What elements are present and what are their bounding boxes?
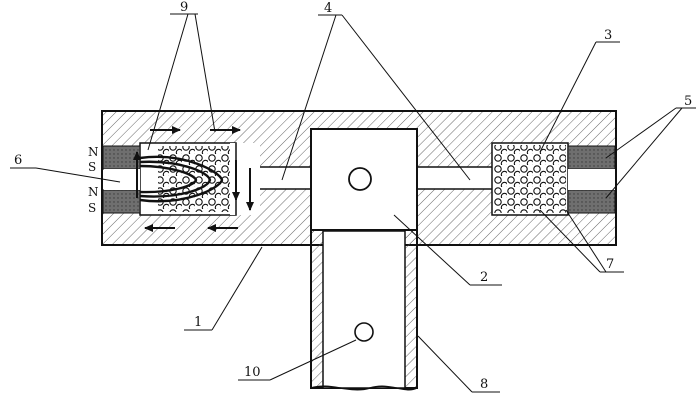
leader-lines (10, 13, 696, 393)
label-9: 9 (180, 0, 188, 15)
pole-top-s: S (88, 160, 96, 174)
label-6: 6 (14, 153, 22, 168)
label-3: 3 (604, 28, 612, 43)
pole-bottom-n: N (88, 185, 99, 199)
label-7: 7 (606, 257, 614, 272)
left-magnet-bottom (102, 189, 141, 214)
label-5: 5 (684, 94, 692, 109)
tube-hole (354, 322, 374, 342)
central-block (310, 128, 418, 231)
right-magnet-bottom (567, 189, 616, 214)
block-hole (348, 167, 372, 191)
right-particle-pack (494, 145, 566, 213)
label-8: 8 (480, 377, 488, 392)
label-4: 4 (324, 1, 332, 16)
vertical-tube (310, 229, 418, 391)
right-magnet-top (567, 145, 616, 170)
label-2: 2 (480, 270, 488, 285)
left-chamber (102, 126, 260, 232)
label-10: 10 (244, 365, 261, 380)
pole-top-n: N (88, 145, 99, 159)
right-chamber (491, 142, 616, 216)
label-1: 1 (194, 315, 202, 330)
pole-bottom-s: S (88, 201, 96, 215)
left-magnet-top (102, 145, 141, 170)
